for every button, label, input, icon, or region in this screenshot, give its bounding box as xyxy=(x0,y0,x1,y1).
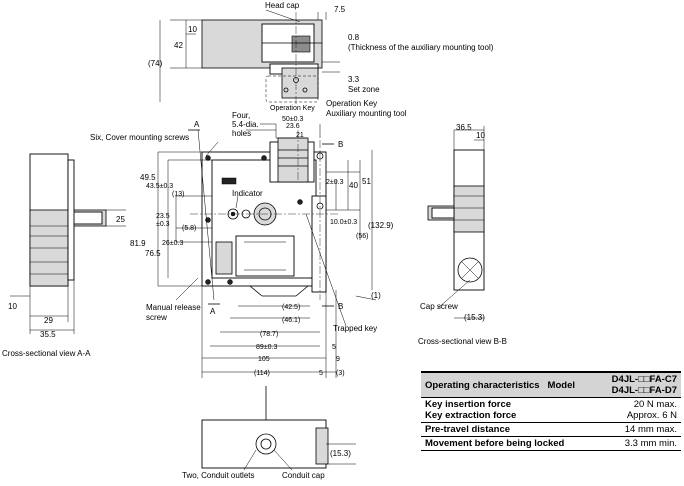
set-zone-label: Set zone xyxy=(348,85,380,94)
dim-132-9: (132.9) xyxy=(368,221,394,230)
head-cap-label: Head cap xyxy=(265,1,300,10)
dim-81-9: 81.9 xyxy=(130,239,146,248)
operation-key-label: Operation Key xyxy=(326,99,377,108)
section-aa-view xyxy=(10,153,126,334)
dim-15-3b: (15.3) xyxy=(330,449,351,458)
dim-105: 105 xyxy=(258,356,270,363)
view-aa-caption: Cross-sectional view A-A xyxy=(2,349,91,358)
dim-43-5: 43.5±0.3 xyxy=(146,183,173,190)
dim-89: 89±0.3 xyxy=(256,344,277,351)
dim-21: 21 xyxy=(296,132,304,139)
manual-release-label-1: Manual release xyxy=(146,303,201,312)
indicator-label: Indicator xyxy=(232,189,263,198)
section-b-label-2: B xyxy=(338,302,343,311)
dim-23-5: 23.5 xyxy=(156,213,170,220)
dim-49-5: 49.5 xyxy=(140,173,156,182)
section-bb-view xyxy=(427,126,485,319)
dim-3-3: 3.3 xyxy=(348,75,360,84)
dim-0-8: 0.8 xyxy=(348,33,360,42)
section-a-label-2: A xyxy=(210,307,216,316)
table-row: Movement before being locked 3.3 mm min. xyxy=(421,436,681,451)
characteristics-table: Model Operating characteristics D4JL-□□F… xyxy=(421,371,681,451)
dim-42: 42 xyxy=(174,41,183,50)
model-1: D4JL-□□FA-C7 xyxy=(611,374,677,385)
front-view xyxy=(157,123,377,378)
dim-74: (74) xyxy=(148,59,163,68)
dim-23-6: 23.6 xyxy=(286,123,300,130)
aux-tool-label: Auxiliary mounting tool xyxy=(326,109,407,118)
row-label-extraction: Key extraction force xyxy=(425,410,517,421)
four-holes-label-1: Four, xyxy=(232,111,250,120)
dim-7-5: 7.5 xyxy=(334,5,346,14)
header-models-cell: D4JL-□□FA-C7 D4JL-□□FA-D7 xyxy=(579,371,681,398)
dim-5a: 5 xyxy=(332,344,336,351)
dim-35-5: 35.5 xyxy=(40,330,56,339)
operation-key-small-label: Operation Key xyxy=(270,105,315,112)
dim-78-7: (78.7) xyxy=(260,331,278,338)
top-view xyxy=(159,9,340,106)
dim-10-top: 10 xyxy=(188,25,197,34)
header-model-label: Model xyxy=(547,379,575,391)
dim-50: 50±0.3 xyxy=(282,116,303,123)
model-2: D4JL-□□FA-D7 xyxy=(611,385,677,396)
dim-76-5: 76.5 xyxy=(145,249,161,258)
dim-13: (13) xyxy=(172,191,184,198)
row-value-insertion: 20 N max. xyxy=(633,399,677,410)
header-operating-label: Operating characteristics xyxy=(425,379,540,391)
row-label-insertion: Key insertion force xyxy=(425,399,512,410)
dim-3: (3) xyxy=(336,370,345,377)
dim-51: 51 xyxy=(362,177,371,186)
dim-9: 9 xyxy=(336,356,340,363)
table-row: Key insertion force Key extraction force… xyxy=(421,397,681,423)
four-holes-label-3: holes xyxy=(232,129,251,138)
dim-5-8: (5.8) xyxy=(182,225,196,232)
dim-15-3a: (15.3) xyxy=(464,313,485,322)
row-value-extraction: Approx. 6 N xyxy=(626,410,677,421)
dim-pm03: ±0.3 xyxy=(156,221,170,228)
dim-36-5: 36.5 xyxy=(456,123,472,132)
section-b-label: B xyxy=(338,140,343,149)
dim-10-left: 10 xyxy=(8,302,17,311)
dim-2: 2±0.3 xyxy=(326,179,344,186)
section-a-label: A xyxy=(194,120,200,129)
dim-40: 40 xyxy=(349,181,358,190)
trapped-key-label: Trapped key xyxy=(333,324,377,333)
row-value-movement: 3.3 mm min. xyxy=(579,436,681,451)
manual-release-label-2: screw xyxy=(146,313,167,322)
dim-46-1: (46.1) xyxy=(282,317,300,324)
dim-10-right: 10 xyxy=(476,131,485,140)
view-bb-caption: Cross-sectional view B-B xyxy=(418,337,507,346)
table-row: Pre-travel distance 14 mm max. xyxy=(421,422,681,437)
dim-29: 29 xyxy=(44,316,53,325)
table-header: Model Operating characteristics D4JL-□□F… xyxy=(421,371,681,398)
header-label-cell: Model Operating characteristics xyxy=(421,371,579,398)
row-label-movement: Movement before being locked xyxy=(421,436,579,451)
bottom-view xyxy=(201,386,356,471)
row-value-pretravel: 14 mm max. xyxy=(579,422,681,437)
dim-10-0: 10.0±0.3 xyxy=(330,219,357,226)
dim-56: (56) xyxy=(356,233,368,240)
dim-42-5: (42.5) xyxy=(282,304,300,311)
dim-1: (1) xyxy=(371,291,381,300)
conduit-cap-label: Conduit cap xyxy=(282,471,325,480)
conduit-outlets-label: Two, Conduit outlets xyxy=(182,471,254,480)
dim-25: 25 xyxy=(116,215,125,224)
row-label-pretravel: Pre-travel distance xyxy=(421,422,579,437)
aux-thickness-label: (Thickness of the auxiliary mounting too… xyxy=(348,43,494,52)
dim-114: (114) xyxy=(254,370,270,377)
cap-screw-label: Cap screw xyxy=(420,302,458,311)
four-holes-label-2: 5.4-dia. xyxy=(232,120,259,129)
dim-26: 26±0.3 xyxy=(162,240,183,247)
dim-5b: 5 xyxy=(319,370,323,377)
cover-screws-label: Six, Cover mounting screws xyxy=(90,133,189,142)
